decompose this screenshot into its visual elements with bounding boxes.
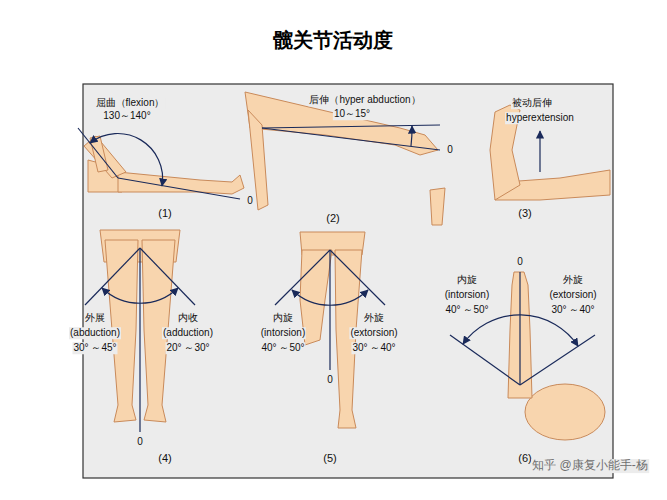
body-shapes <box>84 92 610 440</box>
zero-mark: 0 <box>326 374 334 386</box>
angle-lines <box>78 125 595 432</box>
motion-name: 内旋 <box>272 312 294 324</box>
motion-name: 内收 <box>177 312 199 324</box>
motion-name: 内旋 <box>456 274 478 286</box>
motion-name: (extorsion) <box>548 289 597 301</box>
motion-name: 被动后伸 <box>511 97 553 109</box>
angle-range: 30° ～40° <box>550 304 595 316</box>
motion-name: 后伸（hyper abduction） <box>308 94 421 106</box>
motion-name: hyperextension <box>505 112 575 124</box>
motion-name: (intorsion) <box>260 327 306 339</box>
motion-name: 外旋 <box>363 312 385 324</box>
motion-name: (adduction) <box>162 327 214 339</box>
motion-name: 外展 <box>84 312 106 324</box>
angle-range: 20° ～30° <box>165 342 210 354</box>
motion-name: (intorsion) <box>444 289 490 301</box>
motion-name: (abduction) <box>69 327 121 339</box>
zero-mark: 0 <box>446 144 454 156</box>
angle-range: 130～140° <box>102 110 151 122</box>
panel-number: (2) <box>325 212 340 225</box>
zero-mark: 0 <box>246 195 254 207</box>
frame <box>83 84 613 478</box>
motion-name: (extorsion) <box>349 327 398 339</box>
panel-number: (3) <box>517 207 532 220</box>
angle-range: 30° ～40° <box>351 342 396 354</box>
angle-range: 30° ～45° <box>72 342 117 354</box>
panel-number: (5) <box>322 452 337 465</box>
zero-mark: 0 <box>136 436 144 448</box>
motion-name: 屈曲（flexion） <box>95 97 166 109</box>
motion-name: 外旋 <box>562 274 584 286</box>
angle-range: 40° ～50° <box>444 304 489 316</box>
zero-mark: 0 <box>516 256 524 268</box>
panel-number: (1) <box>157 207 172 220</box>
title: 髋关节活动度 <box>273 28 393 52</box>
angle-range: 10～15° <box>333 108 371 120</box>
angle-range: 40° ～50° <box>260 342 305 354</box>
watermark: 知乎 @康复小能手-杨 <box>531 459 649 473</box>
panel-number: (4) <box>157 452 172 465</box>
